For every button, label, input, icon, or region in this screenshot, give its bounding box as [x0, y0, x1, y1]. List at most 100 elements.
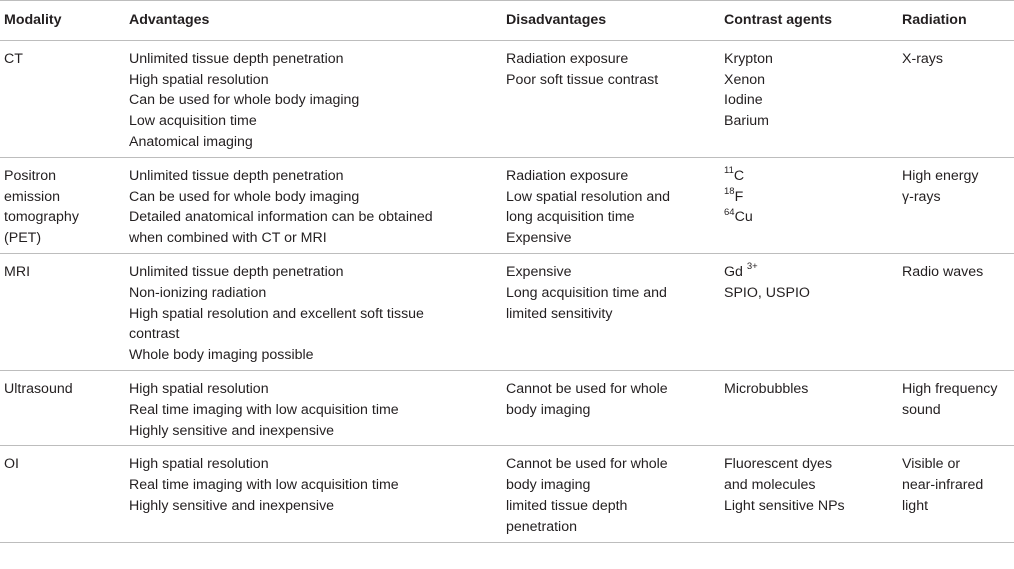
advantages-line: Detailed anatomical information can be o…	[129, 209, 433, 226]
modality-line: OI	[4, 456, 19, 473]
modality-line: emission	[4, 188, 60, 205]
advantages-line: Real time imaging with low acquisition t…	[129, 477, 399, 494]
radiation-cell: High energy γ-rays	[902, 157, 1014, 254]
radiation-line: High energy	[902, 167, 979, 184]
header-row: Modality Advantages Disadvantages Contra…	[0, 0, 1014, 41]
contrast-agent-name: and molecules	[724, 477, 816, 494]
disadvantages-line: Poor soft tissue contrast	[506, 71, 659, 88]
modality-cell: OI	[0, 445, 129, 543]
modality-cell: Ultrasound	[0, 370, 129, 447]
contrast-agents-line: SPIO, USPIO	[724, 283, 902, 304]
contrast-agents-line: 64Cu	[724, 207, 902, 228]
disadvantages-line: long acquisition time	[506, 209, 635, 226]
modality-line: CT	[4, 50, 23, 67]
advantages-line: Highly sensitive and inexpensive	[129, 422, 335, 439]
modality-cell: MRI	[0, 253, 129, 371]
disadvantages-line: Expensive	[506, 230, 572, 247]
disadvantages-line: Cannot be used for whole	[506, 456, 668, 473]
contrast-agent-name: Cu	[734, 209, 753, 226]
modality-cell: CT	[0, 40, 129, 158]
advantages-line: Unlimited tissue depth penetration	[129, 263, 344, 280]
header-disadvantages: Disadvantages	[506, 0, 724, 41]
contrast-agent-name: Light sensitive NPs	[724, 497, 845, 514]
advantages-line: Unlimited tissue depth penetration	[129, 167, 344, 184]
radiation-line: Visible or	[902, 456, 961, 473]
contrast-agents-line: Barium	[724, 111, 902, 132]
radiation-line: sound	[902, 401, 941, 418]
contrast-agent-name: Gd	[724, 263, 747, 280]
disadvantages-cell: Cannot be used for whole body imaging limi…	[506, 445, 724, 543]
contrast-agent-name: C	[733, 167, 745, 184]
radiation-line: X-rays	[902, 50, 943, 67]
contrast-agent-name: Fluorescent dyes	[724, 456, 833, 473]
disadvantages-line: Radiation exposure	[506, 50, 629, 67]
disadvantages-line: penetration	[506, 518, 577, 535]
disadvantages-line: limited tissue depth	[506, 497, 628, 514]
modality-line: tomography	[4, 209, 79, 226]
modality-cell: Positron emission tomography (PET)	[0, 157, 129, 254]
contrast-agents-cell: Microbubbles	[724, 370, 902, 447]
header-contrast-agents: Contrast agents	[724, 0, 902, 41]
header-radiation: Radiation	[902, 0, 1014, 41]
modality-comparison-table: Modality Advantages Disadvantages Contra…	[0, 0, 1014, 543]
advantages-line: Whole body imaging possible	[129, 347, 314, 364]
radiation-line: light	[902, 497, 929, 514]
contrast-agents-line: 18F	[724, 187, 902, 208]
radiation-cell: X-rays	[902, 40, 1014, 158]
advantages-line: High spatial resolution	[129, 380, 269, 397]
radiation-line: γ-rays	[902, 188, 941, 205]
advantages-line: Can be used for whole body imaging	[129, 188, 360, 205]
contrast-agents-line: Krypton	[724, 49, 902, 70]
disadvantages-line: Radiation exposure	[506, 167, 629, 184]
modality-line: (PET)	[4, 230, 42, 247]
advantages-line: contrast	[129, 326, 180, 343]
contrast-agent-name: F	[734, 188, 744, 205]
disadvantages-line: Low spatial resolution and	[506, 188, 671, 205]
disadvantages-line: body imaging	[506, 477, 591, 494]
contrast-agent-name: Xenon	[724, 71, 766, 88]
table-header: Modality Advantages Disadvantages Contra…	[0, 0, 1014, 41]
contrast-agents-line: and molecules	[724, 475, 902, 496]
header-advantages: Advantages	[129, 0, 506, 41]
contrast-agents-line: Light sensitive NPs	[724, 496, 902, 517]
modality-line: Positron	[4, 167, 57, 184]
advantages-line: Low acquisition time	[129, 113, 257, 130]
contrast-agent-name: Microbubbles	[724, 380, 809, 397]
radiation-line: Radio waves	[902, 263, 984, 280]
disadvantages-line: Cannot be used for whole	[506, 380, 668, 397]
contrast-agents-line: Iodine	[724, 90, 902, 111]
advantages-line: Can be used for whole body imaging	[129, 92, 360, 109]
contrast-agents-line: Microbubbles	[724, 379, 902, 400]
disadvantages-line: Long acquisition time and	[506, 284, 667, 301]
advantages-line: High spatial resolution	[129, 456, 269, 473]
contrast-agents-cell: Gd 3+SPIO, USPIO	[724, 253, 902, 371]
table-row: Positron emission tomography (PET) Unlimited…	[0, 157, 1014, 254]
contrast-agents-line: Gd 3+	[724, 262, 902, 283]
isotope-mass-number: 11	[724, 165, 734, 177]
contrast-agent-name: Iodine	[724, 92, 763, 109]
radiation-line: High frequency	[902, 380, 998, 397]
advantages-line: Real time imaging with low acquisition t…	[129, 401, 399, 418]
advantages-line: High spatial resolution	[129, 71, 269, 88]
advantages-line: Unlimited tissue depth penetration	[129, 50, 344, 67]
modality-line: Ultrasound	[4, 380, 73, 397]
contrast-agent-name: SPIO, USPIO	[724, 284, 810, 301]
